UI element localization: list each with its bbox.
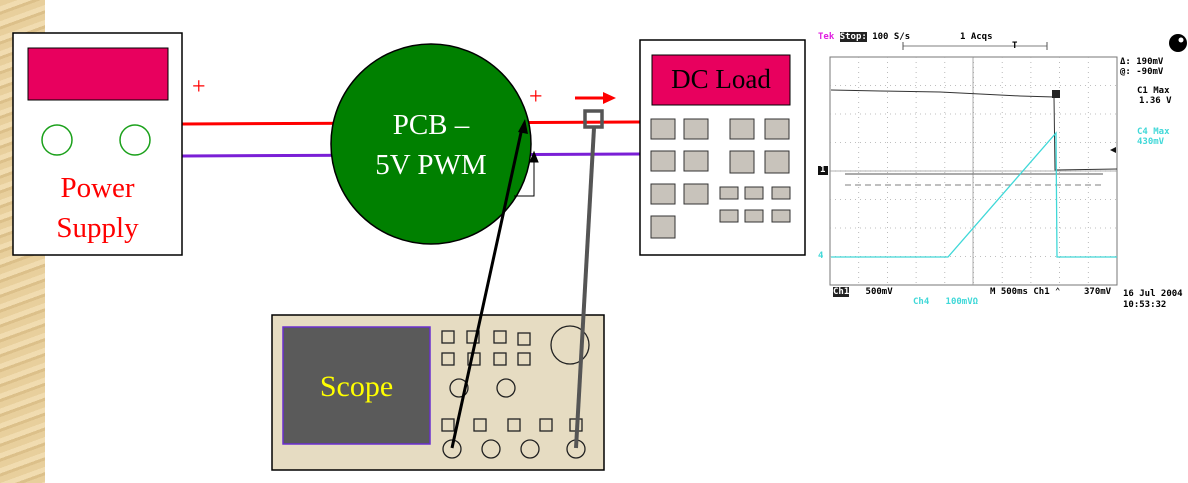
sense-wire: [514, 150, 539, 197]
scope-c1-max-label: C1 Max: [1137, 86, 1170, 96]
ch4-label: Ch4: [913, 297, 930, 307]
ch4-scale: 100mVΩ: [945, 297, 979, 307]
pcb-label-line1: PCB –: [392, 109, 470, 141]
pcb-label-line2: 5V PWM: [375, 149, 487, 181]
scope-screen: [282, 326, 431, 445]
current-probe-wire: [574, 109, 604, 449]
voltage-probe-wire: [450, 119, 528, 449]
scope-at: @: -90mV: [1120, 67, 1164, 77]
ch4-trace: [831, 131, 1117, 258]
power-supply-display: [27, 47, 169, 101]
scope-label: Scope: [319, 370, 394, 403]
power-supply-label-line2: Supply: [56, 212, 139, 244]
scope-timebase: M 500ms Ch1 ⌃: [990, 287, 1060, 297]
scope-c1-max-value: 1.36 V: [1139, 96, 1172, 106]
scope-sample-rate: 100 S/s: [872, 32, 911, 42]
ch1-marker: 1: [820, 165, 826, 175]
pcb-output-plus: +: [529, 84, 543, 110]
scope-footer: Ch1 500mV: [833, 287, 893, 297]
pcb-label: PCB – 5V PWM: [331, 105, 531, 185]
power-supply-plus: +: [192, 74, 206, 100]
ch1-trace: [830, 89, 1118, 171]
scope-state: Stop:: [839, 32, 867, 42]
scope-c4-max-label: C4 Max: [1137, 127, 1170, 137]
timebase: M 500ms: [990, 287, 1028, 297]
current-direction-arrow-icon: [575, 92, 616, 104]
scope-capture: [818, 34, 1187, 286]
scope-header: Tek Stop: 100 S/s: [818, 32, 910, 42]
trigger-level: 370mV: [1084, 287, 1112, 297]
pcb-circle: [330, 43, 532, 245]
ch4-marker: 4: [818, 251, 824, 261]
scope-trigger-marker: T: [1012, 41, 1018, 51]
scope-logo-icon: [1169, 34, 1187, 52]
ch4-footer: Ch4 100mVΩ: [913, 297, 978, 307]
ch1-label: Ch1: [833, 287, 850, 297]
power-supply-label: Power Supply: [13, 168, 182, 248]
scope-c4-max-value: 430mV: [1137, 137, 1165, 147]
scope-delta: Δ: 190mV: [1120, 57, 1164, 67]
dc-load-display: [651, 54, 791, 106]
scope-brand: Tek: [818, 32, 835, 42]
power-supply-knob: [41, 124, 73, 156]
power-supply-knob: [119, 124, 151, 156]
scope-acqs: 1 Acqs: [960, 32, 993, 42]
power-supply-label-line1: Power: [60, 172, 135, 204]
trigger-source: Ch1 ⌃: [1033, 287, 1061, 297]
scope-time: 10:53:32: [1123, 300, 1167, 310]
scope-date: 16 Jul 2004: [1123, 289, 1183, 299]
dc-load-label: DC Load: [671, 64, 771, 94]
ch1-scale: 500mV: [865, 287, 893, 297]
dc-load-buttons: [650, 118, 791, 239]
